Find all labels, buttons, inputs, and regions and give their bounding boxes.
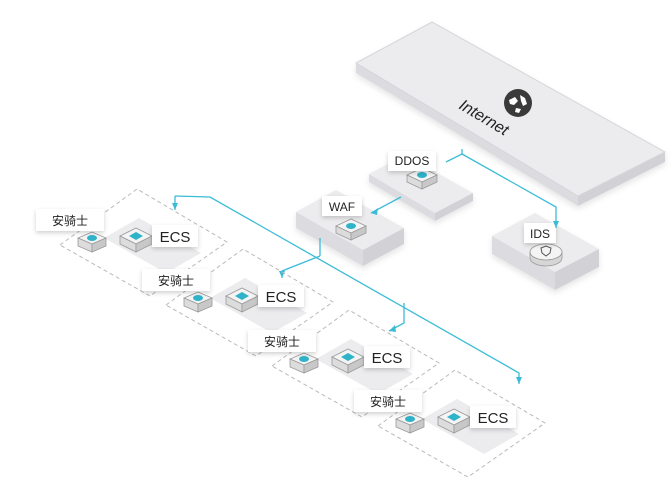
- agent-device: [182, 291, 214, 313]
- connector-g3: [388, 303, 405, 332]
- ecs-label-box: [364, 346, 410, 368]
- agent-shield-icon: [193, 295, 203, 301]
- waf-device: [335, 218, 367, 241]
- ecs-group-outline: [165, 248, 334, 357]
- agent-label-box: [142, 269, 210, 291]
- ecs-label-box: [470, 406, 516, 428]
- ecs-group: 安骑士 ECS: [248, 309, 440, 418]
- ecs-chip-icon: [447, 413, 461, 421]
- ecs-groups: 安骑士 ECS 安骑士 ECS 安骑士 ECS 安骑士 ECS: [36, 188, 546, 478]
- ecs-group-outline: [59, 188, 228, 297]
- connector-g2: [281, 255, 321, 278]
- ecs-group: 安骑士 ECS: [142, 248, 334, 357]
- waf-shield-icon: [346, 223, 356, 229]
- ddos-label-box: [388, 151, 436, 171]
- ecs-group: 安骑士 ECS: [354, 369, 546, 478]
- agent-device: [394, 412, 426, 434]
- agent-label: 安骑士: [158, 273, 194, 288]
- ecs-label: ECS: [160, 229, 191, 246]
- ecs-chip-icon: [341, 353, 355, 361]
- ecs-group-outline: [271, 309, 440, 418]
- ecs-label-box: [152, 225, 198, 247]
- agent-shield-icon: [299, 356, 309, 362]
- agent-device: [288, 352, 320, 374]
- ecs-chip-icon: [129, 232, 143, 240]
- waf-label: WAF: [329, 200, 355, 214]
- agent-label-box: [36, 209, 104, 231]
- ecs-group-outline: [377, 369, 546, 478]
- agent-label: 安骑士: [264, 334, 300, 349]
- ddos-label: DDOS: [395, 154, 430, 168]
- ids-shield-icon: [540, 245, 552, 257]
- agent-label: 安骑士: [52, 213, 88, 228]
- ecs-server-device: [119, 227, 153, 253]
- waf-label-box: [322, 196, 362, 216]
- ecs-server-device: [331, 348, 365, 374]
- agent-label: 安骑士: [370, 394, 406, 409]
- ecs-group: 安骑士 ECS: [36, 188, 228, 297]
- internet-globe-icon: [504, 89, 532, 117]
- agent-shield-icon: [405, 416, 415, 422]
- agent-device: [76, 231, 108, 253]
- ddos-device: [406, 167, 438, 190]
- ecs-label: ECS: [372, 350, 403, 367]
- ids-device: [529, 243, 563, 267]
- connector-internet-ddos: [445, 149, 463, 163]
- ecs-label-box: [258, 285, 304, 307]
- ecs-label: ECS: [478, 410, 509, 427]
- agent-shield-icon: [87, 235, 97, 241]
- agent-label-box: [248, 330, 316, 352]
- ecs-chip-icon: [235, 292, 249, 300]
- ecs-label: ECS: [266, 289, 297, 306]
- ddos-shield-icon: [417, 172, 427, 178]
- ids-label-box: [524, 223, 556, 243]
- agent-label-box: [354, 390, 422, 412]
- ids-label: IDS: [530, 227, 550, 241]
